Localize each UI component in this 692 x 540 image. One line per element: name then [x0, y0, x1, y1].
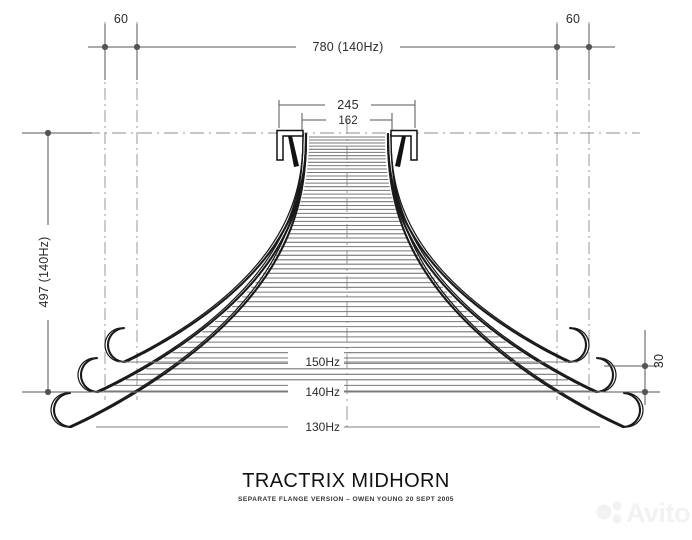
- backplate-150hz: [288, 352, 344, 368]
- horn-curve-130hz-left: [52, 132, 308, 429]
- dim-dot-right-inner: [553, 43, 561, 51]
- flange-left: [276, 129, 304, 161]
- flange-right: [390, 129, 418, 161]
- avito-watermark: Avito: [596, 498, 691, 528]
- dimension-mouth-lip-label: 30: [652, 354, 666, 368]
- dimension-offset-right-label: 60: [566, 12, 580, 26]
- frequency-label-150hz: 150Hz: [305, 355, 340, 369]
- dim-dot-left-outer: [101, 43, 109, 51]
- drawing-subtitle: SEPARATE FLANGE VERSION – OWEN YOUNG 20 …: [238, 496, 454, 503]
- frequency-leader-lines: [92, 361, 604, 428]
- dim-dot-lip-top: [641, 362, 649, 370]
- drawing-title: TRACTRIX MIDHORN: [242, 470, 450, 492]
- dim-dot-left-inner: [133, 43, 141, 51]
- horn-curve-130hz-right: [386, 132, 642, 429]
- dimension-overall-width-label: 780 (140Hz): [313, 40, 384, 54]
- horn-profile-curves: [50, 132, 644, 429]
- frequency-label-backplates: [288, 352, 344, 433]
- dimension-flange-outer-label: 245: [337, 98, 358, 112]
- watermark-dot-3: [612, 514, 622, 524]
- dim-dot-height-bottom: [44, 388, 52, 396]
- dim-dot-right-outer: [585, 43, 593, 51]
- throat-flanges: [276, 129, 418, 167]
- layered-stack-hatch: [103, 136, 591, 392]
- dimension-overall-height: [22, 129, 92, 396]
- horn-curve-130hz-left: [50, 133, 304, 428]
- backplate-140hz: [288, 382, 344, 398]
- horn-curve-130hz-right: [390, 133, 644, 428]
- dim-dot-height-top: [44, 129, 52, 137]
- dimension-throat-inner-label: 162: [338, 115, 357, 127]
- flange-right-web: [395, 136, 406, 167]
- dimension-overall-width: [88, 24, 615, 80]
- flange-left-web: [288, 136, 299, 167]
- watermark-label: Avito: [626, 498, 690, 528]
- frequency-label-130hz: 130Hz: [305, 420, 340, 434]
- dim-dot-lip-bottom: [641, 388, 649, 396]
- dimension-mouth-lip: [604, 330, 660, 405]
- horn-curve-140hz-left: [77, 133, 304, 393]
- horn-curve-140hz-right: [390, 133, 617, 393]
- frequency-label-140hz: 140Hz: [305, 385, 340, 399]
- dimension-flange-outer: [278, 100, 416, 128]
- watermark-dot-2: [612, 501, 622, 511]
- dimension-overall-height-label: 497 (140Hz): [37, 237, 51, 308]
- watermark-dot-1: [596, 504, 612, 520]
- backplate-130hz: [288, 417, 344, 433]
- dimension-throat-inner: [301, 113, 393, 130]
- dimension-offset-left-label: 60: [114, 12, 128, 26]
